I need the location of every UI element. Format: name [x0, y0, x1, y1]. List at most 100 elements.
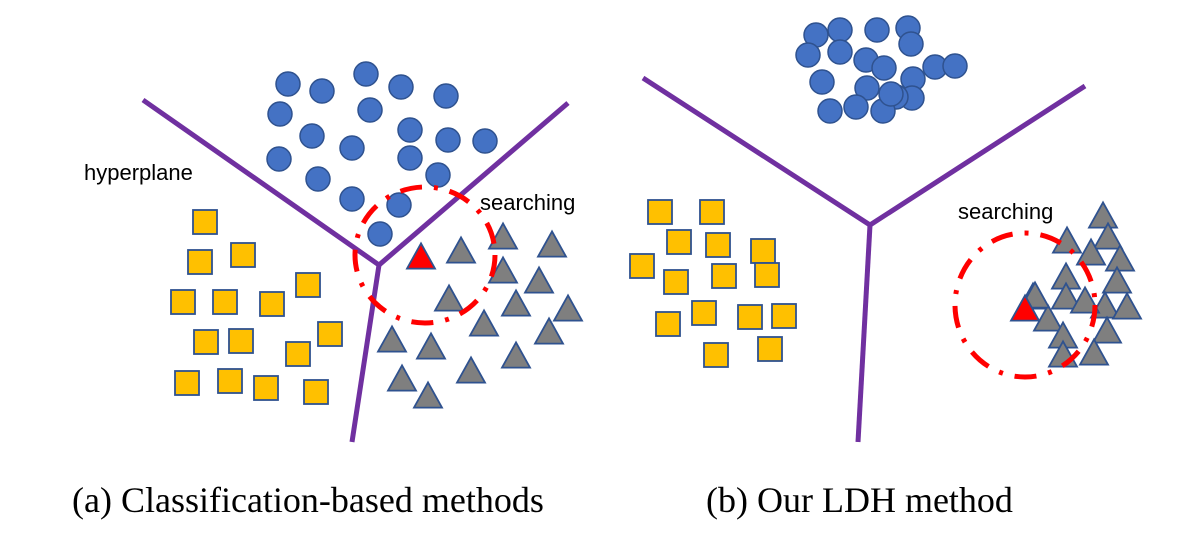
circle-sample-b — [843, 94, 869, 120]
square-sample-b — [771, 303, 797, 329]
panel-a: hyperplane searching (a) Classification-… — [72, 61, 584, 520]
circle-sample-b — [871, 55, 897, 81]
triangle-sample-b — [1091, 315, 1123, 344]
caption-a: (a) Classification-based methods — [72, 480, 544, 520]
circle-sample-b — [795, 42, 821, 68]
circle-sample-a — [299, 123, 325, 149]
hyperplane-lower-a — [349, 264, 382, 443]
circle-sample-a — [397, 117, 423, 143]
circle-sample-a — [267, 101, 293, 127]
triangle-sample-a — [523, 265, 555, 294]
searching-label-b: searching — [958, 199, 1053, 224]
triangle-sample-a — [468, 308, 500, 337]
square-sample-a — [259, 291, 285, 317]
square-sample-a — [192, 209, 218, 235]
square-sample-b — [655, 311, 681, 337]
circle-sample-a — [275, 71, 301, 97]
triangle-sample-a — [500, 340, 532, 369]
circle-sample-b — [817, 98, 843, 124]
square-sample-b — [647, 199, 673, 225]
triangle-sample-a — [487, 255, 519, 284]
circle-sample-a — [357, 97, 383, 123]
circle-sample-b — [809, 69, 835, 95]
circle-sample-b — [864, 17, 890, 43]
triangle-sample-a — [500, 288, 532, 317]
square-sample-a — [212, 289, 238, 315]
triangle-sample-a — [376, 324, 408, 353]
triangle-sample-a — [433, 283, 465, 312]
triangle-sample-b — [1087, 200, 1119, 229]
square-sample-a — [170, 289, 196, 315]
circle-sample-a — [472, 128, 498, 154]
searching-label-a: searching — [480, 190, 575, 215]
circle-sample-a — [339, 186, 365, 212]
circle-sample-b — [827, 39, 853, 65]
square-sample-a — [174, 370, 200, 396]
circle-sample-a — [388, 74, 414, 100]
square-sample-b — [703, 342, 729, 368]
triangle-sample-b — [1075, 237, 1107, 266]
triangle-sample-a — [412, 380, 444, 409]
square-sample-a — [230, 242, 256, 268]
caption-b: (b) Our LDH method — [706, 480, 1013, 520]
triangle-sample-a — [536, 229, 568, 258]
search-circle-b — [952, 230, 1098, 380]
circle-sample-b — [878, 81, 904, 107]
square-sample-a — [285, 341, 311, 367]
square-sample-a — [187, 249, 213, 275]
circle-sample-a — [435, 127, 461, 153]
circle-sample-b — [942, 53, 968, 79]
square-sample-a — [228, 328, 254, 354]
square-sample-b — [754, 262, 780, 288]
circle-sample-a — [309, 78, 335, 104]
square-sample-b — [757, 336, 783, 362]
circle-sample-a — [353, 61, 379, 87]
triangle-sample-a — [445, 235, 477, 264]
triangle-sample-b — [1050, 281, 1082, 310]
triangle-sample-a — [455, 355, 487, 384]
search-circle-a — [352, 184, 498, 326]
square-sample-b — [663, 269, 689, 295]
triangle-sample-b — [1069, 285, 1101, 314]
triangle-sample-b — [1032, 303, 1064, 332]
square-sample-b — [750, 238, 776, 264]
square-sample-b — [705, 232, 731, 258]
square-sample-a — [193, 329, 219, 355]
circle-sample-a — [386, 192, 412, 218]
circle-sample-a — [266, 146, 292, 172]
hyperplane-lower-b — [855, 224, 873, 443]
circle-sample-a — [367, 221, 393, 247]
square-sample-a — [303, 379, 329, 405]
hyperplane-label: hyperplane — [84, 160, 193, 185]
circle-sample-b — [854, 75, 880, 101]
square-sample-b — [699, 199, 725, 225]
triangle-sample-a — [552, 293, 584, 322]
circle-sample-a — [433, 83, 459, 109]
circle-sample-a — [339, 135, 365, 161]
square-sample-a — [317, 321, 343, 347]
triangle-sample-b — [1101, 265, 1133, 294]
square-sample-b — [666, 229, 692, 255]
query-triangle-a — [405, 241, 437, 270]
triangle-sample-a — [386, 363, 418, 392]
circle-sample-a — [397, 145, 423, 171]
circle-sample-b — [827, 17, 853, 43]
square-sample-b — [691, 300, 717, 326]
panel-b: searching (b) Our LDH method — [629, 15, 1143, 520]
triangle-sample-a — [415, 331, 447, 360]
square-sample-a — [295, 272, 321, 298]
circle-sample-b — [898, 31, 924, 57]
square-sample-b — [711, 263, 737, 289]
query-triangle-b — [1009, 293, 1041, 322]
triangle-sample-a — [533, 316, 565, 345]
circle-sample-a — [305, 166, 331, 192]
square-sample-a — [217, 368, 243, 394]
square-sample-b — [629, 253, 655, 279]
square-sample-a — [253, 375, 279, 401]
triangle-sample-b — [1111, 291, 1143, 320]
triangle-sample-b — [1104, 243, 1136, 272]
square-sample-b — [737, 304, 763, 330]
triangle-sample-b — [1092, 221, 1124, 250]
triangle-sample-b — [1078, 337, 1110, 366]
